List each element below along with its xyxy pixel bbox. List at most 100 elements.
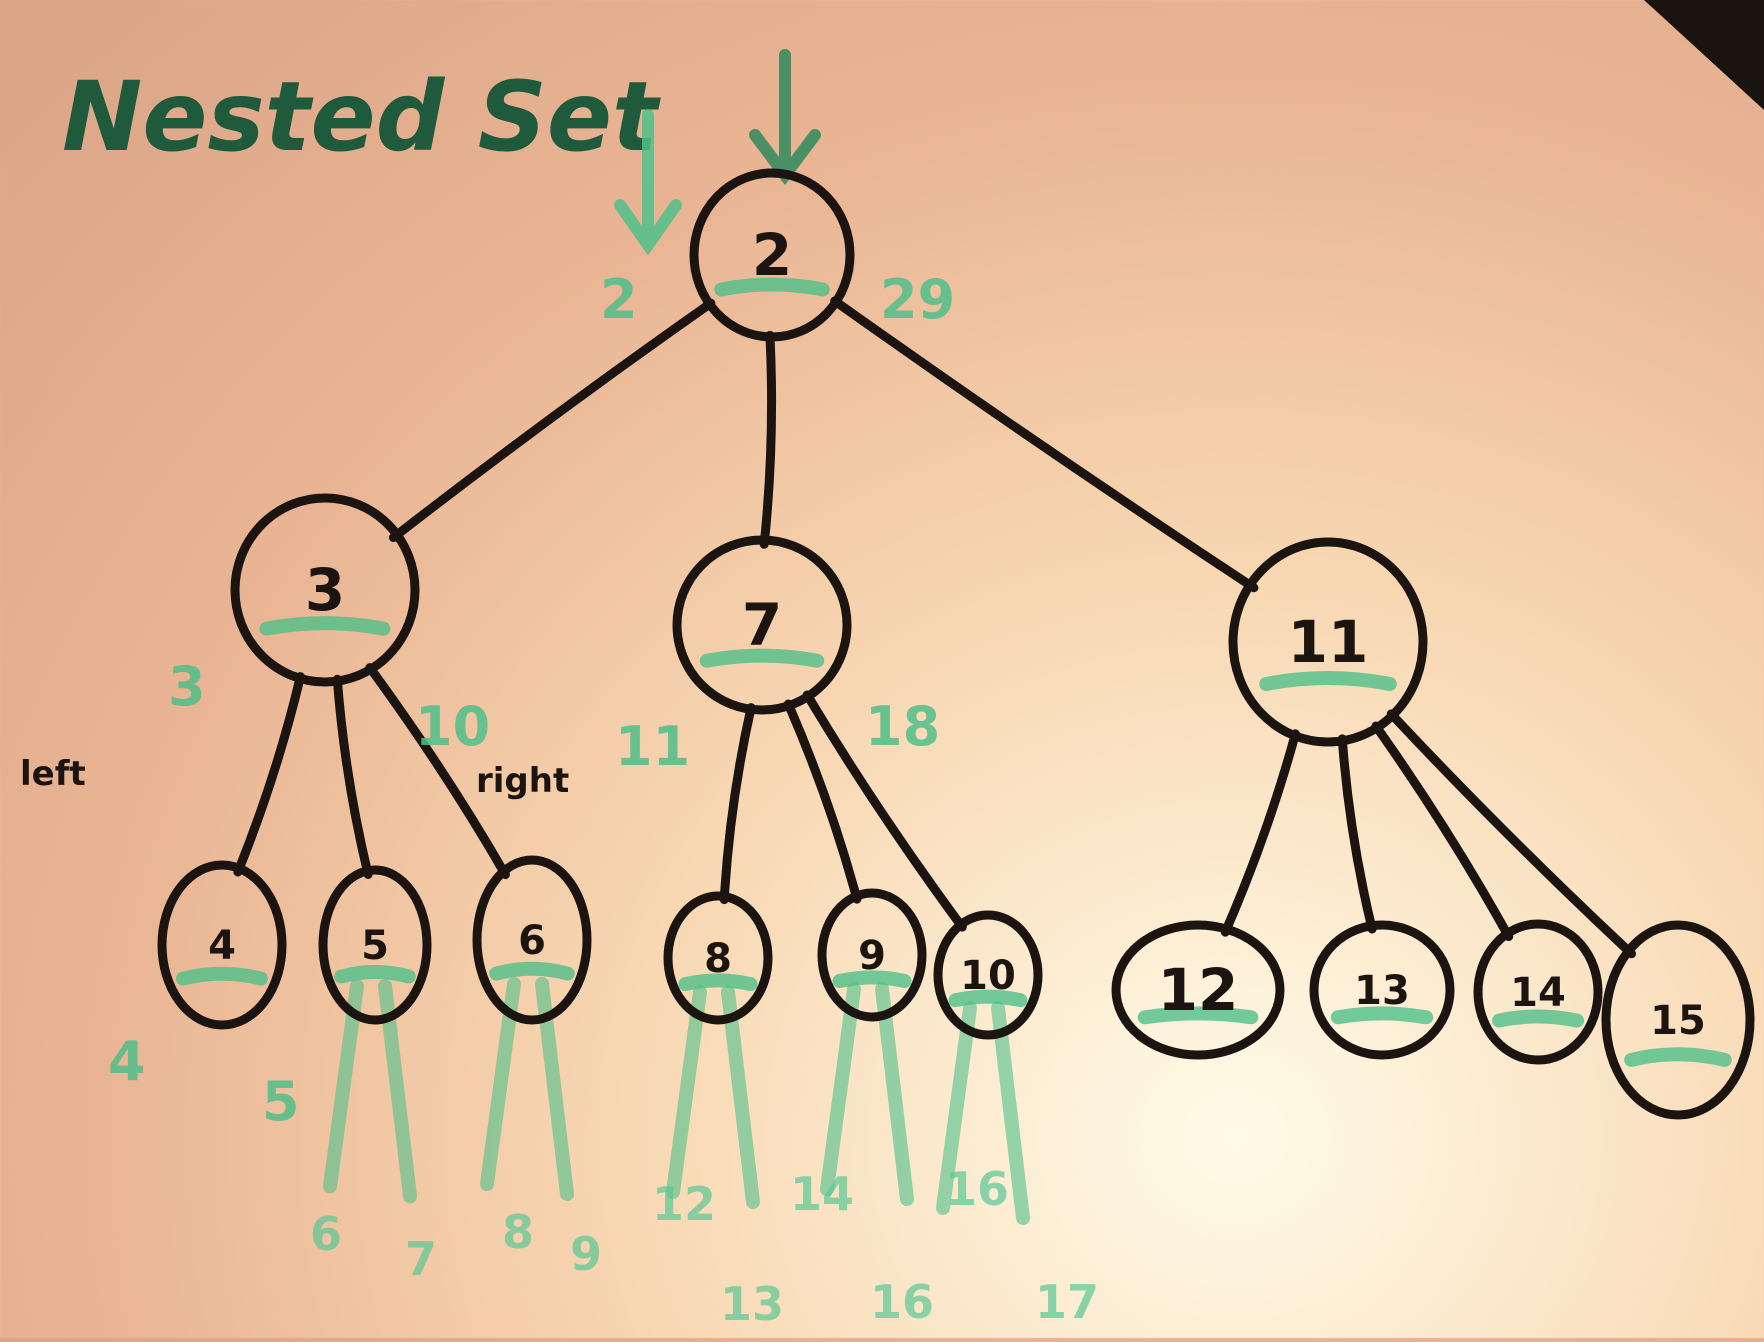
tree-node-7: 7 [672, 535, 852, 715]
node-underline [1259, 671, 1397, 691]
tree-edge [719, 703, 756, 905]
node-label: 15 [1650, 998, 1706, 1044]
node-underline [1492, 1009, 1584, 1028]
nested-set-number: 8 [502, 1205, 534, 1259]
node-label: 7 [742, 591, 782, 659]
tree-nodes: 2 3 7 11 4 5 6 8 9 10 12 13 14 15 [157, 168, 1755, 1120]
node-circle [689, 168, 855, 342]
left-label: left [20, 754, 86, 794]
node-circle [1228, 537, 1428, 747]
node-underline [176, 966, 268, 986]
node-circle [472, 855, 592, 1025]
nested-set-number: 17 [1035, 1275, 1099, 1329]
tree-node-15: 15 [1601, 920, 1755, 1120]
node-label: 14 [1510, 970, 1566, 1016]
node-label: 5 [361, 923, 389, 969]
node-underline [1624, 1047, 1732, 1067]
nested-set-number: 3 [168, 655, 206, 718]
node-circle [318, 865, 432, 1025]
tree-node-13: 13 [1309, 920, 1455, 1060]
tree-edge [830, 296, 1259, 593]
node-circle [230, 493, 420, 687]
nested-set-number: 12 [652, 1177, 716, 1231]
tree-edge [332, 674, 373, 879]
node-circle [933, 910, 1043, 1040]
node-underline [948, 989, 1028, 1008]
tree-edges [233, 296, 1637, 959]
nested-set-number: 16 [870, 1275, 934, 1329]
node-label: 8 [704, 936, 732, 982]
node-label: 3 [305, 556, 345, 624]
nested-set-number: 11 [615, 715, 690, 778]
tree-edge [233, 672, 305, 877]
nested-set-number: 13 [720, 1277, 784, 1331]
tree-node-5: 5 [318, 865, 432, 1025]
nested-set-number: 4 [108, 1030, 146, 1093]
node-circle [672, 535, 852, 715]
node-circle [1111, 920, 1285, 1060]
nested-set-number: 14 [790, 1167, 854, 1221]
node-label: 12 [1158, 956, 1239, 1024]
node-label: 11 [1288, 608, 1369, 676]
board-corner-shadow [1644, 0, 1764, 110]
node-underline [1330, 1006, 1434, 1025]
tree-node-9: 9 [817, 888, 927, 1022]
nested-set-number: 10 [415, 695, 490, 758]
tree-node-2: 2 [689, 168, 855, 342]
tree-node-12: 12 [1111, 920, 1285, 1060]
down-arrow-icon [749, 49, 821, 185]
tree-node-14: 14 [1473, 919, 1603, 1065]
right-label: right [476, 761, 569, 801]
node-circle [663, 891, 773, 1025]
nested-set-number: 18 [865, 695, 940, 758]
tree-node-10: 10 [933, 910, 1043, 1040]
node-label: 2 [752, 221, 792, 289]
nested-set-number: 6 [310, 1207, 342, 1261]
node-label: 10 [960, 953, 1016, 999]
node-circle [1309, 920, 1455, 1060]
down-arrow-icon [614, 109, 682, 256]
node-underline [678, 973, 758, 992]
diagram-title: Nested Set [62, 61, 661, 173]
node-underline [1137, 1006, 1259, 1025]
traversal-thread [936, 1001, 1030, 1225]
nested-set-number: 29 [880, 268, 955, 331]
nested-set-number: 9 [570, 1227, 602, 1281]
tree-node-11: 11 [1228, 537, 1428, 747]
node-underline [832, 970, 912, 989]
node-circle [157, 860, 287, 1030]
node-label: 4 [208, 923, 236, 969]
tree-edge [365, 663, 510, 880]
nested-set-number: 2 [600, 268, 638, 331]
tree-edge [388, 298, 716, 543]
tree-node-8: 8 [663, 891, 773, 1025]
traversal-thread [666, 985, 760, 1210]
tree-edge [1337, 734, 1377, 934]
tree-edge [759, 330, 777, 549]
nested-set-number: 7 [405, 1232, 437, 1286]
traversal-thread [820, 982, 914, 1207]
tree-node-4: 4 [157, 860, 287, 1030]
node-circle [1601, 920, 1755, 1120]
node-label: 9 [858, 933, 886, 979]
node-circle [817, 888, 927, 1022]
tree-edge [1386, 709, 1637, 959]
nested-set-number: 5 [262, 1070, 300, 1133]
node-underline [699, 648, 825, 668]
node-underline [714, 277, 830, 297]
node-label: 6 [518, 918, 546, 964]
tree-node-6: 6 [472, 855, 592, 1025]
tree-edge [1371, 721, 1514, 942]
node-underline [259, 616, 391, 636]
tree-edge [783, 699, 862, 904]
node-underline [489, 961, 575, 981]
node-circle [1473, 919, 1603, 1065]
tree-edge [802, 690, 967, 932]
nested-set-number: 16 [945, 1162, 1009, 1216]
tree-node-3: 3 [230, 493, 420, 687]
node-label: 13 [1354, 968, 1410, 1014]
tree-edge [1220, 729, 1300, 937]
